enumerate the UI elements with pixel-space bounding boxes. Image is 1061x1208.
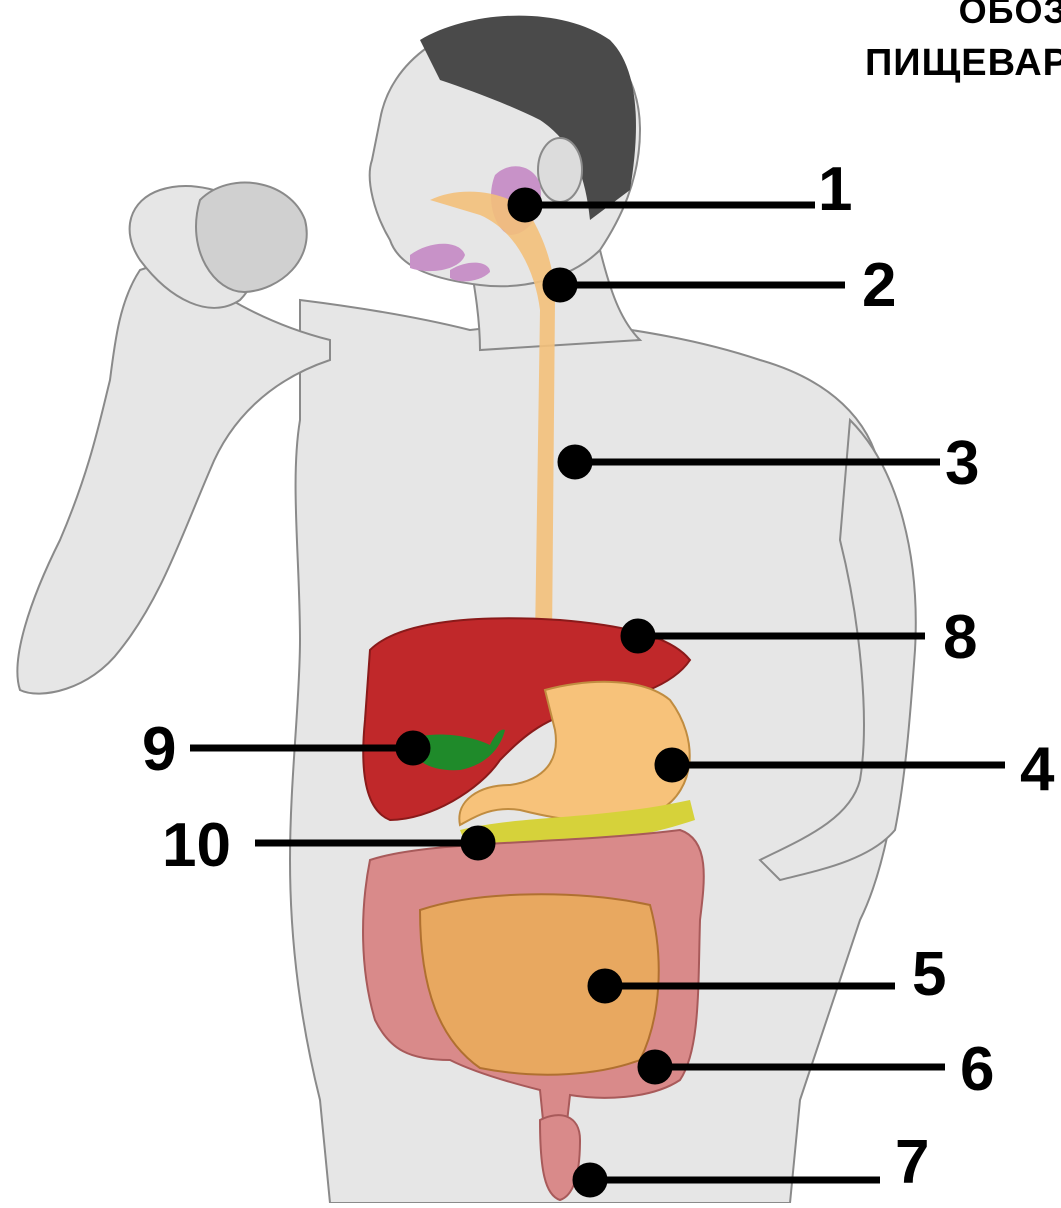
- leader-dot-5: [591, 972, 619, 1000]
- label-4: 4: [1020, 735, 1055, 804]
- raised-arm: [17, 260, 330, 694]
- label-6: 6: [960, 1035, 994, 1104]
- label-5: 5: [912, 940, 946, 1009]
- leader-dot-8: [624, 622, 652, 650]
- leader-dot-7: [576, 1166, 604, 1194]
- leader-dot-3: [561, 448, 589, 476]
- label-3: 3: [945, 429, 979, 498]
- ear: [538, 138, 582, 202]
- apple: [196, 183, 307, 292]
- label-9: 9: [142, 715, 176, 784]
- leader-dot-1: [511, 191, 539, 219]
- label-7: 7: [895, 1128, 929, 1197]
- label-8: 8: [943, 603, 977, 672]
- title-line-1: ОБОЗ: [959, 0, 1061, 32]
- title-line-2: ПИЩЕВАР: [865, 42, 1061, 85]
- label-10: 10: [162, 811, 231, 880]
- leader-dot-4: [658, 751, 686, 779]
- leader-dot-10: [464, 829, 492, 857]
- label-1: 1: [818, 155, 852, 224]
- leader-dot-2: [546, 271, 574, 299]
- leader-dot-9: [399, 734, 427, 762]
- label-2: 2: [862, 251, 896, 320]
- leader-dot-6: [641, 1053, 669, 1081]
